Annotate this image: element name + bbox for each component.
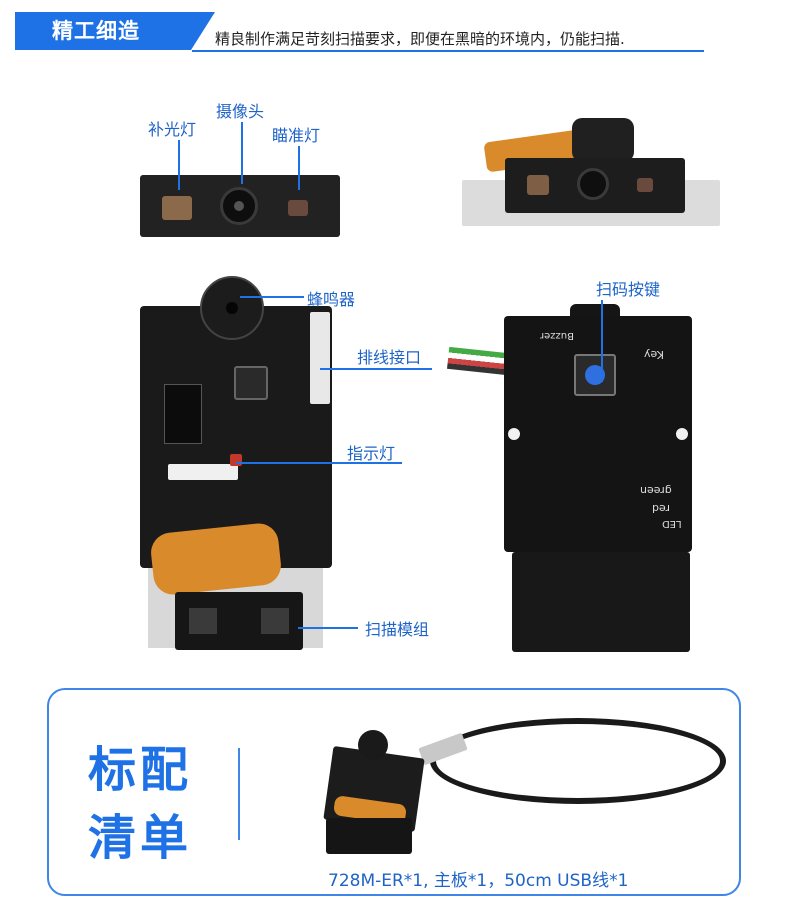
scan-module-label: 扫描模组 <box>365 620 430 639</box>
header-underline <box>192 50 704 52</box>
scan-key-label: 扫码按键 <box>596 280 661 299</box>
led-indicator <box>230 454 242 466</box>
silk-red: red <box>652 502 671 515</box>
package-card <box>47 688 741 896</box>
aim-light-label: 瞄准灯 <box>272 126 321 145</box>
usb-wires <box>447 346 509 376</box>
package-title-line2: 清单 <box>88 810 193 866</box>
scan-engine-angled-face <box>505 158 685 213</box>
board-front-photo <box>140 306 332 568</box>
scan-key-cap <box>585 365 605 385</box>
scan-module-photo <box>175 592 303 650</box>
silk-green: green <box>640 484 672 497</box>
ic-chip <box>164 384 202 444</box>
indicator-label: 指示灯 <box>347 444 396 463</box>
indicator-pointer <box>236 462 402 464</box>
silk-key: Key <box>644 348 664 361</box>
scan-engine-front-photo <box>140 175 340 237</box>
fpc-socket <box>168 464 238 480</box>
package-usb-cable <box>430 718 726 804</box>
flex-cable <box>149 521 283 597</box>
package-title-line1: 标配 <box>88 742 193 798</box>
package-caption: 728M-ER*1, 主板*1，50cm USB线*1 <box>328 871 629 891</box>
scan-module-pointer <box>298 627 358 629</box>
buzzer-label: 蜂鸣器 <box>307 290 356 309</box>
connector-socket <box>310 312 330 404</box>
header-subtitle: 精良制作满足苛刻扫描要求，即便在黑暗的环境内，仍能扫描. <box>215 30 625 48</box>
camera-lens <box>220 187 258 225</box>
camera-pointer <box>241 122 243 184</box>
header-tag-text: 精工细造 <box>52 19 140 43</box>
fill-light-label: 补光灯 <box>148 120 197 139</box>
fill-light-pointer <box>178 140 180 190</box>
fill-light-lens <box>162 196 192 220</box>
package-buzzer <box>358 730 388 760</box>
header-tag <box>15 12 215 50</box>
silk-buzzer: Buzzer <box>540 330 574 341</box>
mount-hole-right <box>676 428 688 440</box>
aim-light-pointer <box>298 146 300 190</box>
package-scan-module <box>326 818 412 854</box>
tact-switch <box>234 366 268 400</box>
buzzer <box>200 276 264 340</box>
cable-port-label: 排线接口 <box>357 348 422 367</box>
board-back-lower <box>512 552 690 652</box>
aim-light-lens <box>288 200 308 216</box>
package-divider <box>238 748 240 840</box>
silk-led: LED <box>662 518 682 529</box>
scan-key-pointer <box>601 300 603 382</box>
board-back-photo: Key Buzzer green red LED <box>504 316 692 552</box>
camera-label: 摄像头 <box>216 102 265 121</box>
mount-hole-left <box>508 428 520 440</box>
buzzer-pointer <box>240 296 304 298</box>
cable-port-pointer <box>320 368 432 370</box>
scan-key-switch <box>574 354 616 396</box>
lens-barrel <box>572 118 634 162</box>
